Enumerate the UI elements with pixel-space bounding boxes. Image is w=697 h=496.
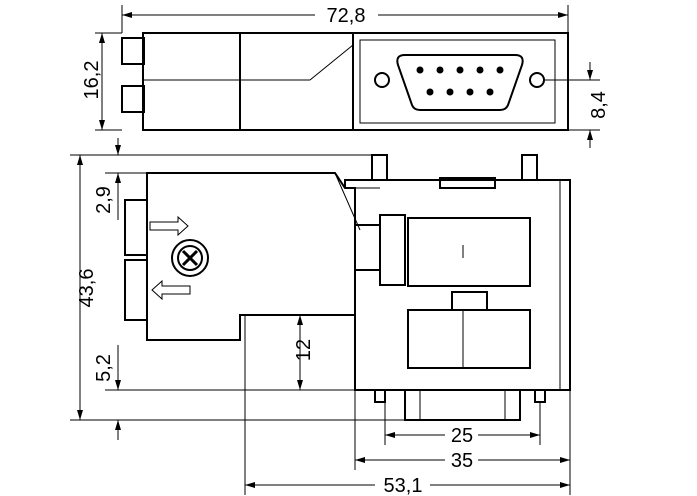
dim-overall-height: 43,6 bbox=[76, 269, 98, 308]
dim-step-height: 12 bbox=[293, 339, 315, 361]
dim-overall-width: 72,8 bbox=[327, 5, 366, 27]
dim-top-offset: 2,9 bbox=[93, 186, 115, 214]
dim-connector-width: 25 bbox=[451, 425, 473, 447]
dim-depth: 53,1 bbox=[384, 475, 423, 496]
dim-socket-offset: 8,4 bbox=[588, 91, 610, 119]
screw-icon bbox=[171, 239, 209, 277]
arrow-right-icon bbox=[149, 215, 189, 237]
top-view bbox=[121, 32, 569, 131]
side-view bbox=[124, 154, 571, 421]
dim-bottom-offset: 5,2 bbox=[93, 354, 115, 382]
dim-body-width: 35 bbox=[451, 450, 473, 472]
dsub-connector-icon bbox=[396, 54, 524, 111]
dim-top-height: 16,2 bbox=[81, 61, 103, 100]
arrow-left-icon bbox=[151, 279, 191, 301]
